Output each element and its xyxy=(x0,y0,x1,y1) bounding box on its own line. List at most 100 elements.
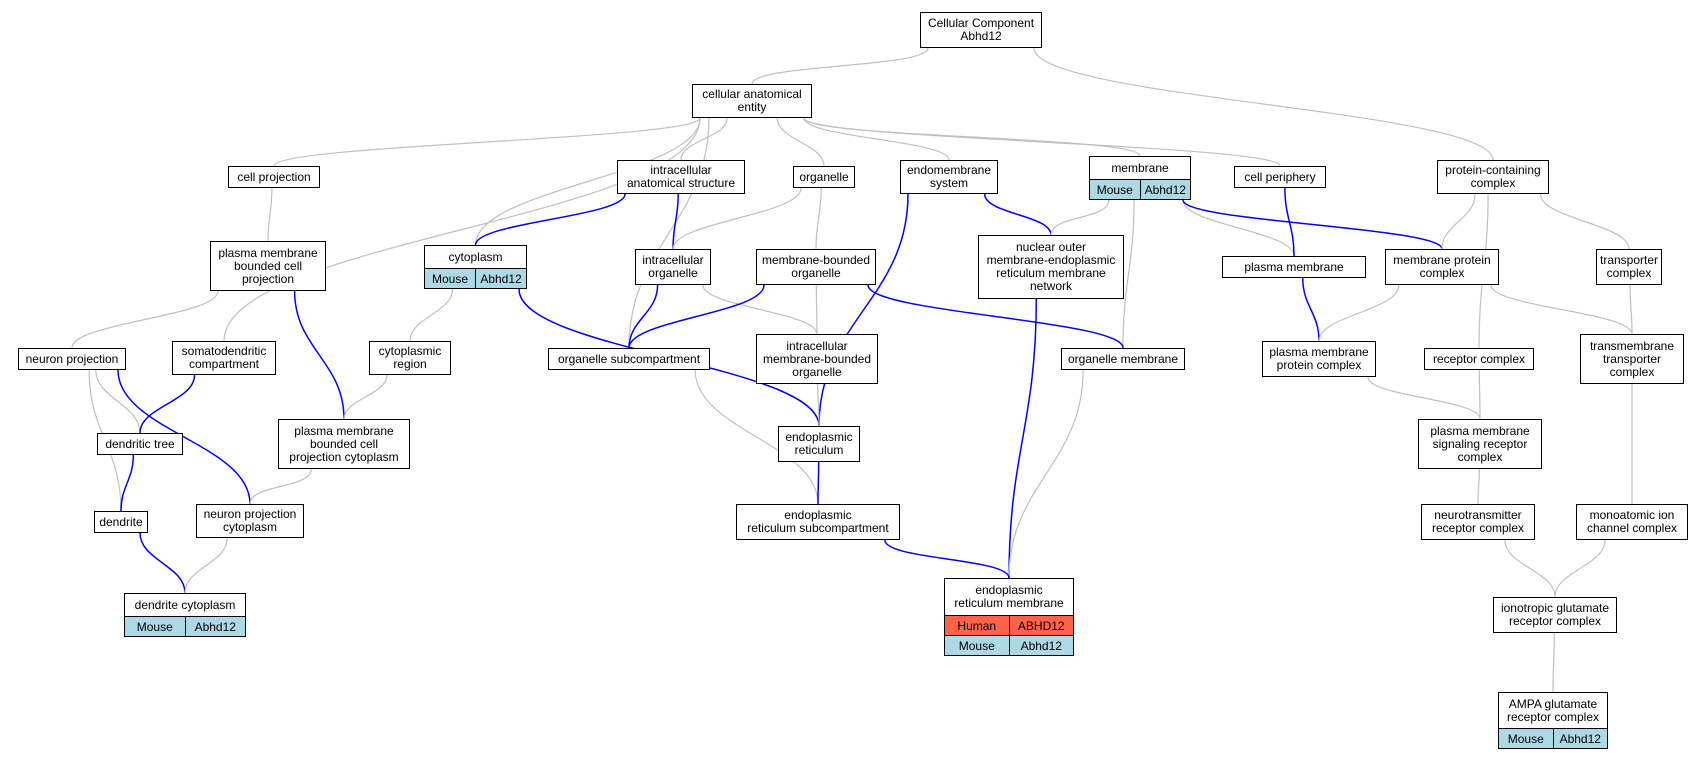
node-label: transmembrane transporter complex xyxy=(1589,338,1675,379)
edge-er-to-imbo xyxy=(817,383,820,427)
edge-membrane-to-cae xyxy=(803,117,1141,157)
edge-pmbcp-to-cellproj xyxy=(267,187,273,242)
edge-npcyto-to-neuronproj xyxy=(117,369,251,505)
node-pmbcp[interactable]: plasma membrane bounded cell projection xyxy=(210,241,326,291)
node-orgsub[interactable]: organelle subcompartment xyxy=(548,348,710,370)
node-plasmamem[interactable]: plasma membrane xyxy=(1222,256,1366,278)
annotation-row-mouse: Mouse Abhd12 xyxy=(425,268,526,288)
node-label: monoatomic ion channel complex xyxy=(1586,508,1678,535)
edge-pmsrc-to-receptor xyxy=(1478,369,1481,420)
edge-memprot-to-protcomplex xyxy=(1441,193,1476,250)
node-npcyto[interactable]: neuron projection cytoplasm xyxy=(196,504,304,538)
node-intraorg[interactable]: intracellular organelle xyxy=(635,249,711,285)
node-label: plasma membrane bounded cell projection … xyxy=(289,423,399,464)
edge-ntrc-to-pmsrc xyxy=(1477,468,1480,505)
node-er[interactable]: endoplasmic reticulum xyxy=(778,426,860,462)
annotation-gene: Abhd12 xyxy=(184,617,246,636)
edge-pmbcpc-to-pmbcp xyxy=(293,290,345,420)
node-neuronproj[interactable]: neuron projection xyxy=(18,348,126,370)
annotation-species: Mouse xyxy=(431,271,469,286)
node-label: cell periphery xyxy=(1244,169,1316,184)
node-label: membrane xyxy=(1111,160,1169,175)
node-label: AMPA glutamate receptor complex xyxy=(1506,696,1600,724)
node-ntrc[interactable]: neurotransmitter receptor complex xyxy=(1421,504,1535,540)
edge-orgsub-to-cae xyxy=(628,117,710,349)
node-label: endoplasmic reticulum membrane xyxy=(954,583,1064,610)
node-label: nuclear outer membrane-endoplasmic retic… xyxy=(986,240,1116,293)
node-label: somatodendritic compartment xyxy=(181,344,267,371)
annotation-species: Mouse xyxy=(958,638,995,653)
node-label: plasma membrane xyxy=(1244,259,1344,274)
edge-igrc-to-ntrc xyxy=(1504,539,1556,598)
edge-mbo-to-organelle xyxy=(815,187,822,250)
annotation-row-mouse: Mouse Abhd12 xyxy=(945,635,1073,655)
node-label: organelle subcompartment xyxy=(557,351,701,366)
edge-pmbcpc-to-cytoregion xyxy=(343,374,388,420)
node-endomembrane[interactable]: endomembrane system xyxy=(900,160,998,194)
edge-neuronproj-to-pmbcp xyxy=(71,290,219,349)
edge-endomembrane-to-cae xyxy=(803,117,950,161)
annotation-gene: Abhd12 xyxy=(1008,636,1074,655)
node-nomer[interactable]: nuclear outer membrane-endoplasmic retic… xyxy=(978,235,1124,299)
annotation-gene: Abhd12 xyxy=(475,269,526,288)
edge-ersub-to-er xyxy=(817,461,820,505)
edge-plasmamem-to-membrane xyxy=(1182,199,1295,257)
annotation-species: Human xyxy=(957,618,997,633)
edge-imbo-to-intraorg xyxy=(702,284,818,335)
edge-transporter-to-protcomplex xyxy=(1540,193,1630,250)
node-pmpc[interactable]: plasma membrane protein complex xyxy=(1262,341,1376,377)
node-transporter[interactable]: transporter complex xyxy=(1596,249,1662,285)
edge-dendrite-to-dentree xyxy=(120,454,135,512)
node-igrc[interactable]: ionotropic glutamate receptor complex xyxy=(1493,597,1617,633)
node-tmtc[interactable]: transmembrane transporter complex xyxy=(1580,334,1684,384)
node-pmbcpc[interactable]: plasma membrane bounded cell projection … xyxy=(278,419,410,469)
edge-dendcyto-to-dendrite xyxy=(139,532,186,594)
node-dentree[interactable]: dendritic tree xyxy=(97,433,183,455)
node-protcomplex[interactable]: protein-containing complex xyxy=(1437,160,1549,194)
edge-pmpc-to-memprot xyxy=(1318,284,1400,342)
node-ersub[interactable]: endoplasmic reticulum subcompartment xyxy=(736,504,900,540)
edge-memprot-to-membrane xyxy=(1182,199,1443,250)
node-imbo[interactable]: intracellular membrane-bounded organelle xyxy=(756,334,878,384)
node-mbo[interactable]: membrane-bounded organelle xyxy=(756,249,876,285)
edge-dentree-to-somato xyxy=(139,374,196,434)
edge-dendcyto-to-npcyto xyxy=(184,537,228,594)
node-ias[interactable]: intracellular anatomical structure xyxy=(617,160,745,194)
edge-ermem-to-nomer xyxy=(1008,298,1038,579)
edge-pmsrc-to-pmpc xyxy=(1367,376,1481,420)
node-label: cellular anatomical entity xyxy=(702,87,802,114)
node-orgmem[interactable]: organelle membrane xyxy=(1061,348,1185,370)
edge-orgmem-to-mbo xyxy=(867,284,1124,349)
node-memprot[interactable]: membrane protein complex xyxy=(1385,249,1499,285)
node-label: plasma membrane signaling receptor compl… xyxy=(1430,423,1530,464)
node-cellproj[interactable]: cell projection xyxy=(228,166,320,188)
node-cytoregion[interactable]: cytoplasmic region xyxy=(369,341,451,375)
node-label: organelle xyxy=(799,169,849,184)
edge-intraorg-to-ias xyxy=(672,193,679,250)
node-label: endoplasmic reticulum xyxy=(785,430,853,457)
edge-pmpc-to-plasmamem xyxy=(1302,277,1320,342)
node-micc[interactable]: monoatomic ion channel complex xyxy=(1576,504,1688,540)
node-label: dendrite xyxy=(99,514,143,529)
edge-orgmem-to-membrane xyxy=(1122,199,1135,349)
node-label: neurotransmitter receptor complex xyxy=(1431,508,1525,535)
node-label: cytoplasm xyxy=(448,249,503,264)
node-pmsrc[interactable]: plasma membrane signaling receptor compl… xyxy=(1418,419,1542,469)
node-cellperiph[interactable]: cell periphery xyxy=(1234,166,1326,188)
edge-orgsub-to-mbo xyxy=(628,284,765,349)
node-receptor[interactable]: receptor complex xyxy=(1424,348,1534,370)
edge-imbo-to-mbo xyxy=(815,284,818,335)
node-cae[interactable]: cellular anatomical entity xyxy=(692,84,812,118)
node-organelle[interactable]: organelle xyxy=(793,166,855,188)
annotation-gene: Abhd12 xyxy=(1552,729,1608,748)
node-somato[interactable]: somatodendritic compartment xyxy=(172,341,276,375)
node-dendrite[interactable]: dendrite xyxy=(94,511,148,533)
node-cc[interactable]: Cellular Component Abhd12 xyxy=(920,12,1042,48)
